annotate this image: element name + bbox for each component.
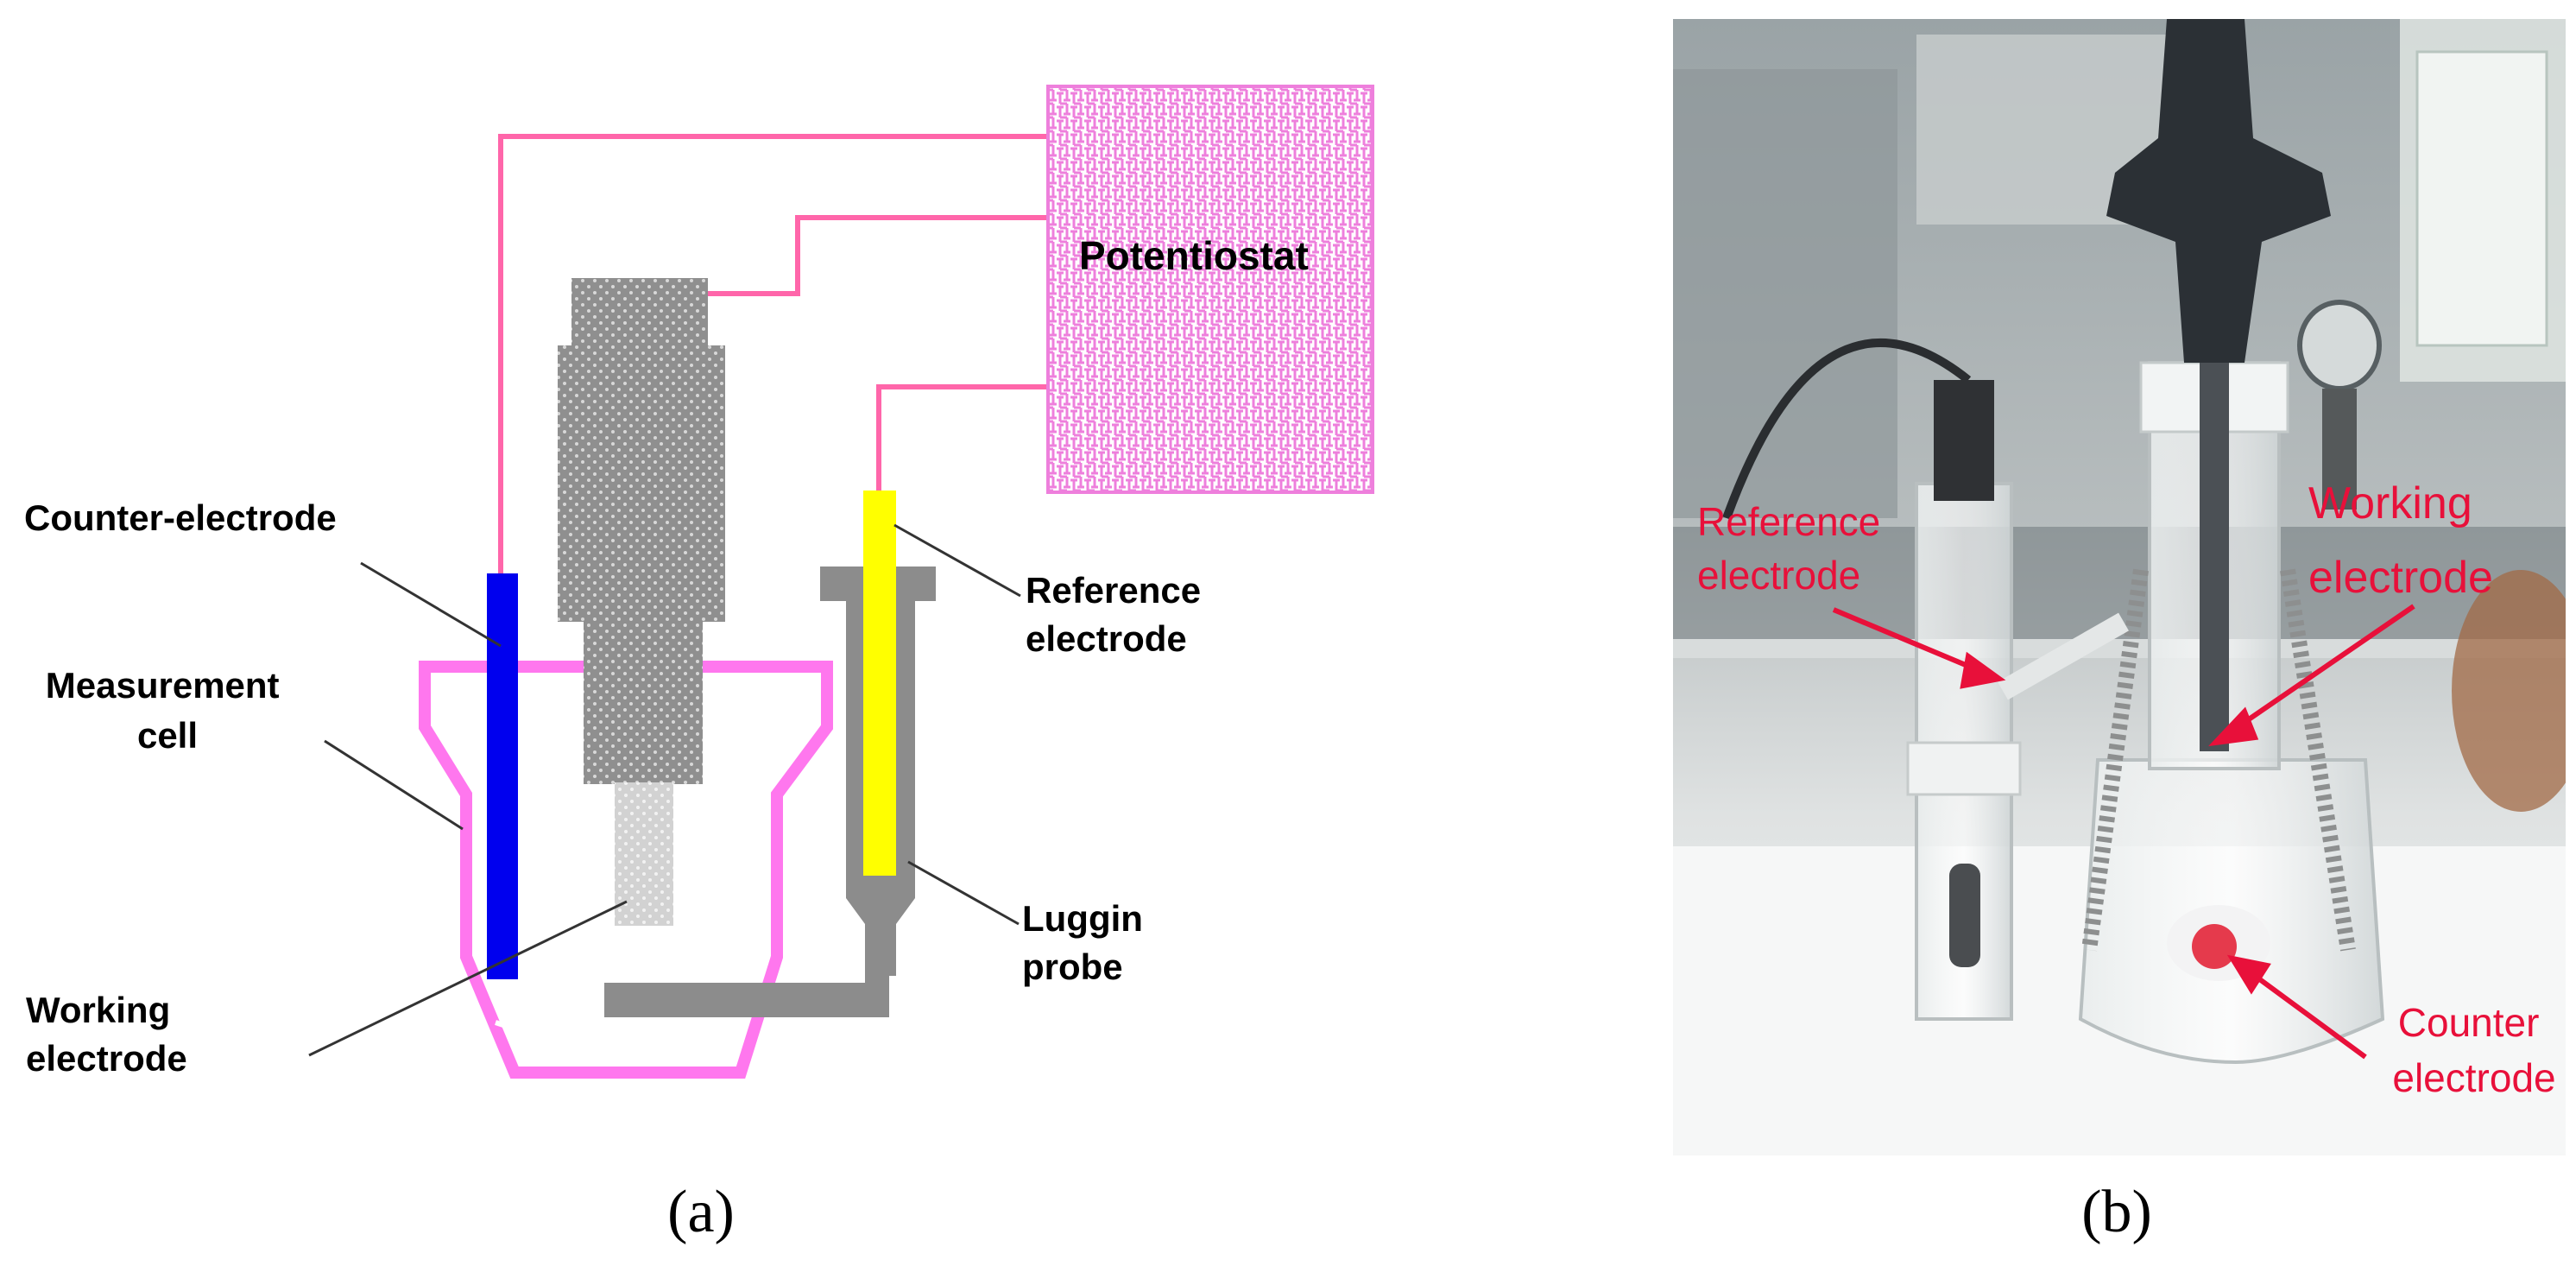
photo-working-electrode-holder — [2106, 19, 2331, 363]
wires — [498, 134, 1048, 577]
working-electrode-label: Working electrode — [26, 990, 187, 1079]
photo-spring-left — [2081, 568, 2149, 952]
photo-gauge — [2297, 300, 2382, 391]
arrow-working-electrode-head — [2208, 706, 2259, 747]
reference-electrode-label-line2: electrode — [1026, 618, 1187, 659]
photo-working-electrode-rod — [2200, 363, 2229, 751]
arrow-counter-electrode — [2246, 968, 2367, 1060]
working-electrode-lower — [584, 620, 703, 784]
photo-counter-electrode-label: Counter electrode — [2392, 1000, 2555, 1100]
arrow-reference-electrode-head — [1960, 651, 2006, 689]
measurement-cell-label: Measurement cell — [46, 665, 289, 756]
reference-electrode-label: Reference electrode — [1026, 570, 1211, 659]
arrow-working-electrode — [2231, 604, 2415, 733]
cell-gap — [495, 1020, 512, 1030]
photo-reference-electrode-label-line2: electrode — [1697, 553, 1860, 598]
photo-reference-electrode-label-line1: Reference — [1697, 499, 1880, 544]
photo-counter-electrode-label-line2: electrode — [2392, 1055, 2555, 1100]
photo-reference-joint — [1906, 741, 2022, 796]
panel-b-photo: Reference electrode Working electrode Co… — [1673, 19, 2566, 1245]
leader-lines — [308, 523, 1021, 1057]
photo-working-electrode-label: Working electrode — [2308, 478, 2493, 603]
photo-counter-electrode-dot — [2192, 924, 2237, 969]
panel-a-caption: (a) — [667, 1179, 735, 1245]
photo-working-electrode-label-line1: Working — [2308, 478, 2472, 529]
counter-electrode-label: Counter-electrode — [24, 497, 337, 538]
reference-electrode-label-line1: Reference — [1026, 570, 1201, 611]
luggin-probe-label-line1: Luggin — [1022, 898, 1143, 939]
reference-electrode-rod — [863, 491, 896, 876]
photo-cable — [1722, 339, 1972, 520]
measurement-cell-label-line1: Measurement — [46, 665, 280, 706]
photo-gauge-stem — [2322, 389, 2357, 510]
arrow-counter-electrode-head — [2226, 954, 2271, 995]
wire-counter-electrode — [498, 134, 1048, 577]
working-electrode-label-line2: electrode — [26, 1038, 187, 1079]
luggin-probe-label-line2: probe — [1022, 946, 1123, 987]
measurement-cell — [419, 661, 833, 1079]
leader-luggin-probe — [907, 860, 1020, 926]
photo-wall-panel — [2415, 50, 2548, 347]
leader-working-electrode — [308, 900, 628, 1057]
arrow-reference-electrode — [1832, 607, 1984, 674]
panel-b-caption: (b) — [2081, 1179, 2152, 1245]
photo-shelf-left — [1673, 69, 1897, 518]
photo-bench-edge — [1673, 639, 2566, 658]
wire-working-electrode — [708, 215, 1048, 296]
photo-arrows — [1832, 604, 2415, 1060]
working-electrode-cap — [571, 278, 708, 347]
potentiostat-box — [1046, 85, 1374, 494]
leader-counter-electrode — [360, 561, 502, 648]
photo-reference-inner — [1949, 864, 1980, 967]
photo-working-electrode-label-line2: electrode — [2308, 553, 2493, 603]
working-electrode-body — [558, 345, 725, 622]
wire-reference-electrode — [876, 384, 1048, 494]
potentiostat-label: Potentiostat — [1079, 233, 1309, 278]
working-electrode-assembly — [558, 278, 725, 926]
photo-side-arm — [1998, 612, 2129, 700]
photo-reference-electrode-label: Reference electrode — [1697, 499, 1891, 598]
luggin-probe-label: Luggin probe — [1022, 898, 1153, 987]
leader-reference-electrode — [893, 523, 1021, 598]
photo-reference-cap — [1934, 380, 1994, 501]
photo-counter-electrode-label-line1: Counter — [2398, 1000, 2540, 1045]
panel-a-diagram: Potentiostat Counter-electrode — [24, 85, 1374, 1245]
photo-spring-right — [2280, 568, 2356, 952]
counter-electrode-rod — [487, 573, 518, 979]
measurement-cell-label-line2: cell — [137, 715, 198, 756]
photo-bottle-right — [2452, 570, 2566, 812]
leader-measurement-cell — [324, 739, 464, 831]
working-electrode-label-line1: Working — [26, 990, 170, 1030]
